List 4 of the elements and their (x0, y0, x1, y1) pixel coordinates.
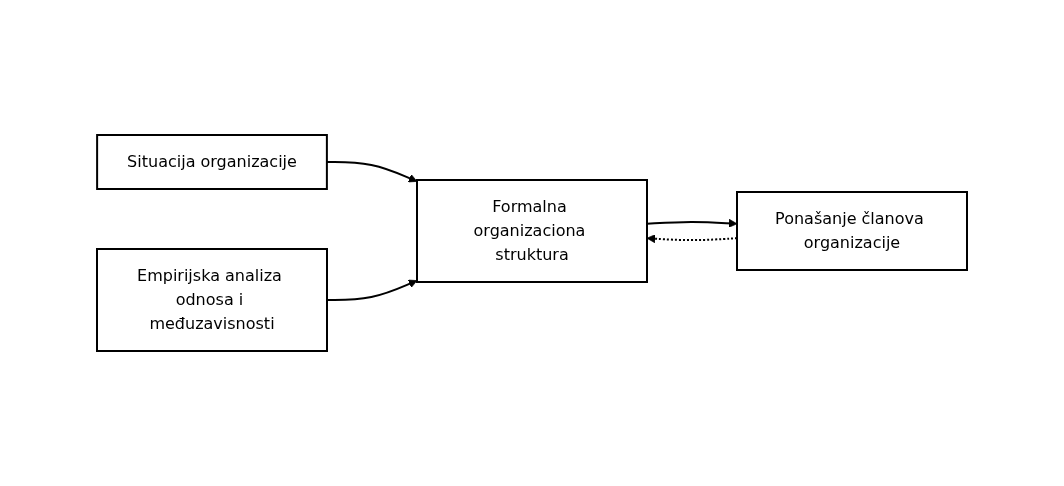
node-box: Situacija organizacije (96, 134, 328, 190)
node-box: Formalna organizaciona struktura (416, 179, 648, 283)
node-box: Ponašanje članova organizacije (736, 191, 968, 271)
node-box: Empirijska analiza odnosa i međuzavisnosti (96, 248, 328, 352)
